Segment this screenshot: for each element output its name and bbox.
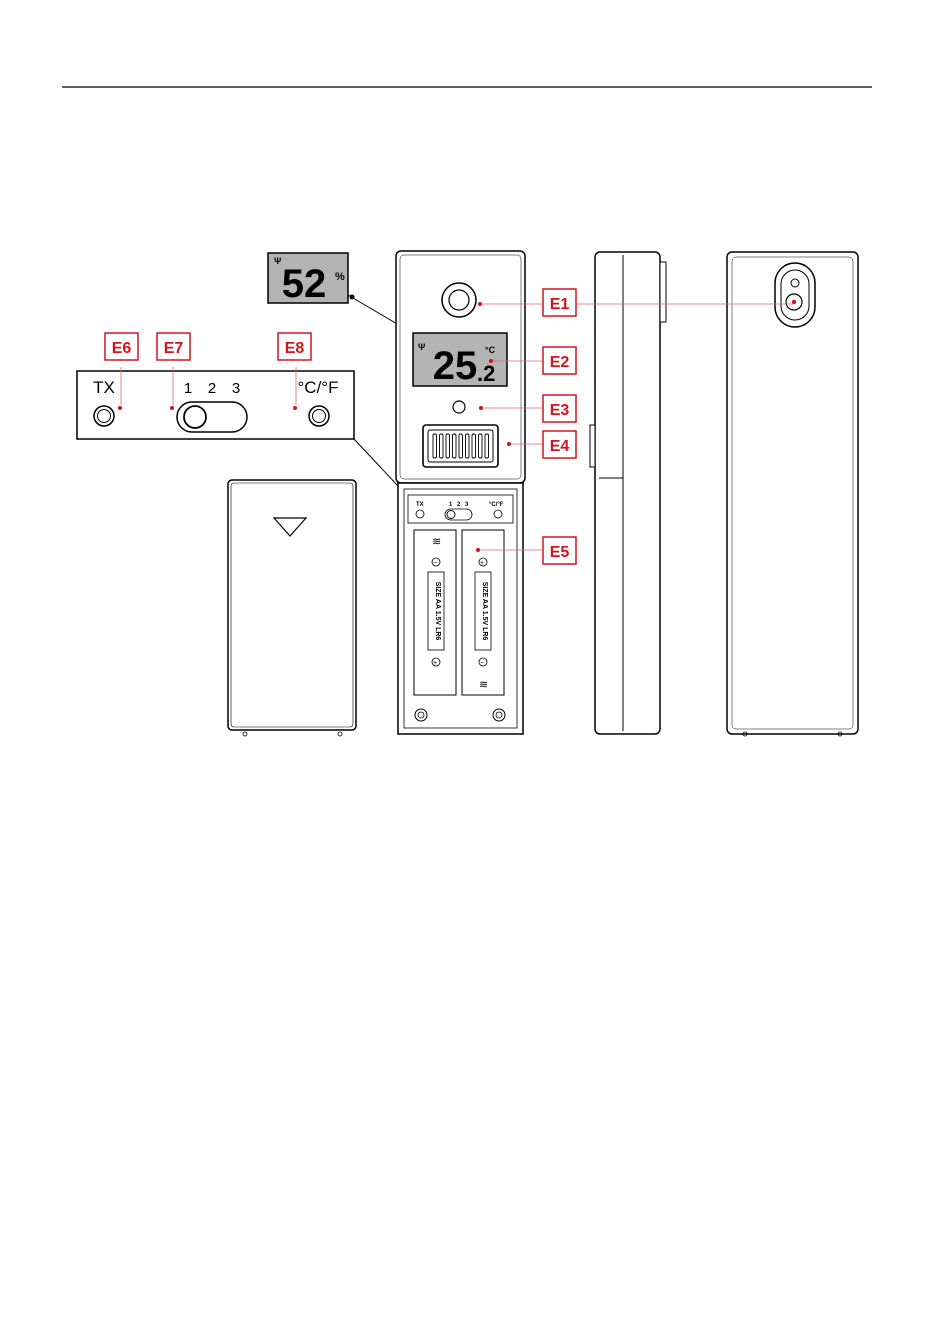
svg-text:E3: E3 bbox=[550, 402, 570, 419]
spring-icon: ≋ bbox=[432, 536, 441, 548]
svg-text:E6: E6 bbox=[112, 340, 132, 357]
channel-2-label: 2 bbox=[208, 380, 216, 397]
humidity-lcd-inset: Ψ 52 % bbox=[268, 253, 407, 331]
unit-label: °C/°F bbox=[298, 378, 339, 397]
svg-text:E8: E8 bbox=[285, 340, 305, 357]
callout-e2: E2 bbox=[543, 347, 576, 374]
status-led bbox=[453, 401, 465, 413]
channel-3-label: 3 bbox=[232, 380, 240, 397]
sensor-grille bbox=[423, 425, 498, 467]
channel-1-label: 1 bbox=[184, 380, 192, 397]
humidity-unit: % bbox=[335, 271, 345, 283]
svg-text:E7: E7 bbox=[164, 340, 184, 357]
svg-text:+: + bbox=[433, 660, 437, 667]
mini-unit-button[interactable] bbox=[494, 510, 502, 518]
battery-slot-right: + SIZE AA 1.5V LR6 − ≋ bbox=[462, 530, 504, 695]
battery-left-text: SIZE AA 1.5V LR6 bbox=[434, 582, 441, 641]
humidity-value: 52 bbox=[282, 262, 327, 306]
screw-icon bbox=[415, 709, 427, 721]
grille-slot bbox=[459, 434, 463, 458]
mini-unit-label: °C/°F bbox=[489, 502, 504, 508]
spring-icon: ≋ bbox=[479, 679, 488, 691]
svg-text:−: − bbox=[480, 660, 484, 667]
grille-slot bbox=[440, 434, 444, 458]
battery-right-text: SIZE AA 1.5V LR6 bbox=[481, 582, 488, 641]
callout-e1: E1 bbox=[543, 289, 576, 316]
transmitter-side-view bbox=[590, 252, 666, 734]
mini-tx-label: TX bbox=[416, 502, 424, 508]
channel-slide-switch[interactable] bbox=[177, 402, 247, 432]
screw-icon bbox=[493, 709, 505, 721]
mini-tx-button[interactable] bbox=[416, 510, 424, 518]
grille-slot bbox=[485, 434, 489, 458]
mount-hole bbox=[442, 283, 476, 317]
transmitter-front-view: Ψ 25 .2 °C TX 1 2 3 °C/°F ≋ − bbox=[396, 251, 525, 734]
svg-text:E4: E4 bbox=[550, 438, 570, 455]
grille-slot bbox=[446, 434, 450, 458]
grille-slot bbox=[466, 434, 470, 458]
callout-e5: E5 bbox=[543, 537, 576, 564]
grille-slot bbox=[479, 434, 483, 458]
transmitter-back-view bbox=[727, 252, 858, 736]
svg-text:E1: E1 bbox=[550, 296, 570, 313]
callout-e7: E7 bbox=[157, 333, 190, 360]
antenna-icon: Ψ bbox=[274, 256, 281, 266]
tx-label: TX bbox=[93, 378, 115, 397]
unit-button[interactable] bbox=[309, 406, 329, 426]
grille-slot bbox=[433, 434, 437, 458]
callout-e8: E8 bbox=[278, 333, 311, 360]
hanging-hole bbox=[775, 263, 815, 327]
svg-text:E5: E5 bbox=[550, 544, 570, 561]
antenna-icon: Ψ bbox=[418, 342, 425, 352]
temperature-main: 25 bbox=[433, 344, 478, 388]
grille-slot bbox=[453, 434, 457, 458]
svg-text:E2: E2 bbox=[550, 354, 570, 371]
temperature-unit: °C bbox=[485, 345, 496, 355]
tx-button[interactable] bbox=[94, 406, 114, 426]
temperature-decimal: .2 bbox=[477, 361, 495, 386]
battery-slot-left: ≋ − SIZE AA 1.5V LR6 + bbox=[414, 530, 456, 695]
callout-e3: E3 bbox=[543, 395, 576, 422]
grille-slot bbox=[472, 434, 476, 458]
svg-text:+: + bbox=[480, 560, 484, 567]
callout-e6: E6 bbox=[105, 333, 138, 360]
battery-cover bbox=[228, 480, 356, 736]
svg-text:−: − bbox=[433, 560, 437, 567]
callout-e4: E4 bbox=[543, 431, 576, 458]
